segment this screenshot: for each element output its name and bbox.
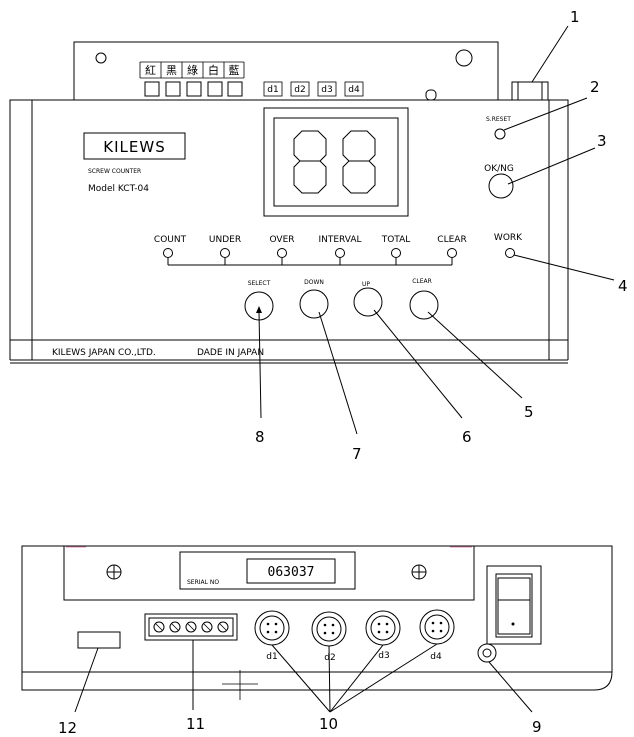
wire-color-4: 白 (208, 63, 219, 77)
seven-segment-display (263, 107, 409, 217)
front-leader-lines (256, 25, 615, 435)
reset-label: S.RESET (486, 116, 511, 123)
led-count (163, 248, 173, 258)
led-under (220, 248, 230, 258)
callout-1: 1 (570, 8, 580, 26)
port-d4-label: d4 (430, 652, 442, 662)
led-total (391, 248, 401, 258)
indicator-interval-label: INTERVAL (318, 235, 361, 245)
serial-value-box (246, 558, 336, 584)
indicator-leds (163, 248, 515, 266)
top-terminal-plate (73, 41, 499, 101)
model-number: Model KCT-04 (88, 184, 149, 194)
clear-button-label: CLEAR (412, 278, 432, 285)
screw-right (411, 564, 427, 580)
channel-d3-label: d3 (321, 85, 332, 95)
callout-8: 8 (255, 428, 265, 446)
channel-d4-label: d4 (348, 85, 360, 95)
power-connector (511, 81, 549, 101)
indicator-total-label: TOTAL (381, 235, 411, 245)
made-in-label: DADE IN JAPAN (197, 348, 264, 358)
serial-plate (179, 551, 356, 590)
callout-9: 9 (532, 718, 542, 736)
callout-10: 10 (319, 715, 338, 733)
port-d3[interactable] (365, 610, 401, 646)
port-d1-label: d1 (266, 652, 277, 662)
indicator-over-label: OVER (269, 235, 294, 245)
down-button[interactable] (299, 289, 329, 319)
channel-labels: d1 d2 d3 d4 (263, 81, 364, 97)
callout-5: 5 (524, 403, 534, 421)
indicator-labels: COUNT UNDER OVER INTERVAL TOTAL CLEAR WO… (154, 233, 523, 245)
select-label: SELECT (248, 280, 271, 287)
callout-4: 4 (618, 277, 628, 295)
plate-hole-left (95, 52, 107, 64)
center-mark (222, 670, 258, 700)
data-port[interactable] (77, 631, 121, 649)
back-cover-plate (63, 546, 475, 601)
brand-name: KILEWS (103, 138, 165, 156)
up-button[interactable] (353, 287, 383, 317)
indicator-count-label: COUNT (154, 235, 187, 245)
callout-2: 2 (590, 78, 600, 96)
small-latch (425, 89, 437, 101)
okng-lamp (488, 173, 514, 199)
back-view: SERIAL NO 063037 (21, 545, 613, 713)
plate-hole-right (455, 49, 473, 67)
brand-box (83, 132, 186, 160)
down-label: DOWN (304, 279, 324, 286)
reset-button[interactable] (494, 128, 506, 140)
led-interval (335, 248, 345, 258)
terminal-blocks (144, 81, 243, 97)
serial-number: 063037 (268, 565, 315, 580)
port-d2[interactable] (311, 611, 347, 647)
ground-jack[interactable] (477, 643, 497, 663)
wire-color-2: 黑 (166, 64, 177, 77)
led-clear (447, 248, 457, 258)
wire-color-labels: 紅 黑 綠 白 藍 (139, 61, 245, 79)
callout-11: 11 (186, 715, 205, 733)
screw-left (106, 564, 122, 580)
wire-color-3: 綠 (187, 64, 198, 77)
port-d2-label: d2 (324, 653, 335, 663)
indicator-clear-label: CLEAR (437, 235, 466, 245)
led-work (505, 248, 515, 258)
power-switch[interactable] (486, 565, 542, 645)
port-d4[interactable] (419, 609, 455, 645)
wire-color-1: 紅 (145, 64, 156, 77)
indicator-work-label: WORK (494, 233, 523, 243)
back-leader-lines (74, 640, 533, 713)
callout-3: 3 (597, 132, 607, 150)
up-label: UP (362, 281, 370, 288)
maker-name: KILEWS JAPAN CO.,LTD. (52, 348, 156, 358)
port-d1[interactable] (254, 610, 290, 646)
front-body (9, 99, 569, 341)
led-over (277, 248, 287, 258)
serial-label: SERIAL NO (187, 579, 219, 586)
wire-color-5: 藍 (229, 64, 240, 77)
callout-numbers: 1 2 3 4 5 6 7 8 9 10 11 12 (58, 8, 628, 737)
channel-d2-label: d2 (294, 85, 305, 95)
okng-label: OK/NG (484, 164, 514, 174)
product-subtitle: SCREW COUNTER (88, 168, 141, 175)
channel-d1-label: d1 (267, 85, 278, 95)
port-d3-label: d3 (378, 651, 389, 661)
clear-button[interactable] (409, 290, 439, 320)
callout-6: 6 (462, 428, 472, 446)
callout-7: 7 (352, 445, 362, 463)
indicator-under-label: UNDER (209, 235, 241, 245)
callout-12: 12 (58, 719, 77, 737)
terminal-strip (144, 613, 238, 641)
front-view: 紅 黑 綠 白 藍 d1 d2 d3 d4 (9, 25, 615, 435)
back-body (21, 545, 613, 691)
